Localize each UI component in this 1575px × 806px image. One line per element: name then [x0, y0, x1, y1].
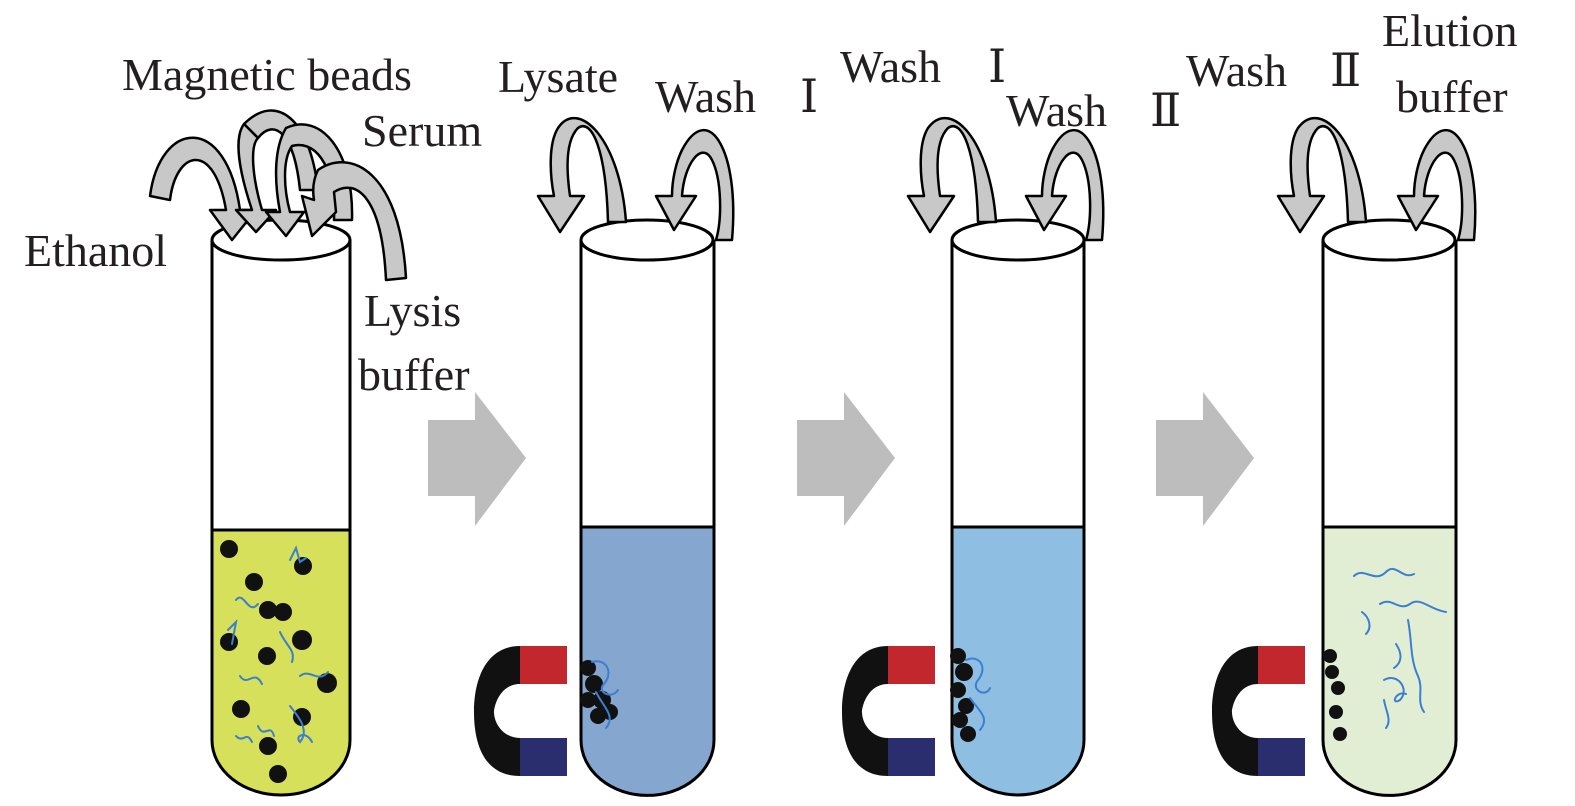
label-lysis-buffer: buffer [358, 349, 470, 400]
step-arrow-icon [1156, 392, 1254, 526]
label-wash-3-numeral: Ⅱ [1330, 45, 1361, 96]
bead-icon [274, 603, 292, 621]
tube-3-beads [950, 648, 976, 742]
bead-icon [950, 682, 966, 698]
label-wash-2b-numeral: Ⅱ [1150, 85, 1181, 136]
magnet-icon [474, 646, 567, 776]
bead-icon [960, 726, 976, 742]
tube-3-liquid [952, 527, 1084, 795]
curved-arrow-icon [536, 116, 628, 234]
bead-icon [950, 648, 966, 664]
bead-icon [293, 708, 311, 726]
bead-icon [952, 712, 968, 728]
bead-icon [1329, 705, 1343, 719]
tube-2-dna-strands [591, 660, 619, 729]
label-lysis: Lysis [364, 285, 461, 336]
magnet-icon [842, 646, 935, 776]
label-lysate: Lysate [498, 51, 618, 102]
tube-1: Magnetic beads Serum Ethanol Lysis buffe… [24, 49, 482, 797]
label-wash-2a: Wash [840, 41, 941, 92]
bead-icon [292, 630, 312, 650]
bead-icon [1325, 665, 1339, 679]
label-wash-1-numeral: Ⅰ [800, 71, 818, 122]
tube-4-liquid [1323, 527, 1456, 796]
bead-icon [1333, 727, 1347, 741]
bead-icon [259, 601, 277, 619]
tube-3: Wash Ⅰ Wash Ⅱ [840, 41, 1181, 797]
label-ethanol: Ethanol [24, 225, 167, 276]
label-wash-1: Wash [655, 71, 756, 122]
bead-icon [294, 557, 312, 575]
bead-icon [958, 698, 974, 714]
bead-icon [317, 673, 337, 693]
step-arrow-icon [797, 392, 895, 526]
curved-arrow-icon [1396, 128, 1477, 242]
curved-arrow-icon [264, 123, 354, 238]
tube-1-liquid [212, 530, 350, 795]
bead-icon [258, 647, 276, 665]
label-elution-buffer: buffer [1396, 71, 1508, 122]
bead-icon [245, 573, 263, 591]
curved-arrow-icon [654, 128, 735, 242]
tube-4: Wash Ⅱ Elution buffer [1186, 5, 1517, 797]
bead-icon [585, 675, 603, 693]
tube-3-body [950, 240, 1086, 797]
tube-1-beads [220, 540, 337, 783]
step-arrow-icon [428, 392, 526, 526]
bead-icon [580, 660, 596, 676]
tube-4-body [1321, 240, 1458, 797]
bead-icon [269, 765, 287, 783]
label-serum: Serum [362, 105, 482, 156]
bead-icon [232, 700, 250, 718]
tube-2: Lysate Wash Ⅰ [474, 51, 818, 797]
bead-icon [955, 663, 973, 681]
label-elution: Elution [1382, 5, 1517, 56]
tube-4-beads [1323, 649, 1347, 741]
label-wash-2a-numeral: Ⅰ [988, 41, 1006, 92]
curved-arrow-icon [1276, 116, 1368, 234]
curved-arrow-icon [906, 116, 998, 234]
tube-3-mouth [950, 218, 1086, 262]
curved-arrow-icon [1024, 128, 1105, 242]
tube-1-body [210, 240, 352, 797]
tube-2-liquid [581, 527, 714, 796]
tube-1-dna-strands [227, 545, 329, 744]
tube-2-mouth [579, 218, 715, 262]
bead-icon [259, 737, 277, 755]
tube-4-dna-strands [1353, 567, 1447, 729]
label-magnetic-beads: Magnetic beads [122, 49, 412, 100]
bead-icon [1331, 681, 1345, 695]
bead-icon [1323, 649, 1337, 663]
bead-icon [220, 540, 238, 558]
bead-icon [220, 633, 238, 651]
label-wash-2b: Wash [1006, 85, 1107, 136]
magnet-icon [1212, 646, 1305, 776]
bead-icon [580, 692, 596, 708]
label-wash-3: Wash [1186, 45, 1287, 96]
tube-3-dna-strands [965, 657, 991, 731]
tube-4-mouth [1321, 218, 1457, 262]
curved-arrow-icon [300, 161, 408, 282]
tube-2-body [579, 240, 716, 797]
